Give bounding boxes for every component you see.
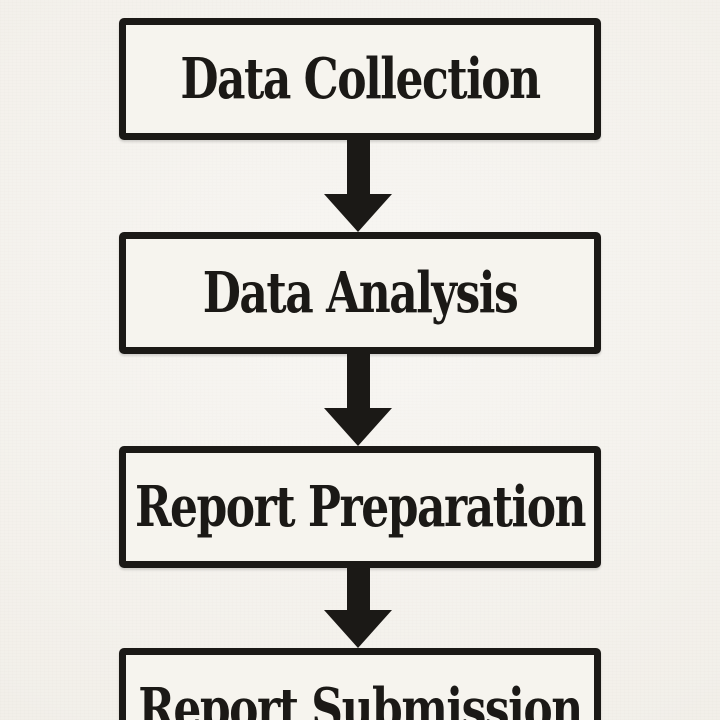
down-arrow-icon (324, 568, 392, 648)
step-box-data-collection: Data Collection (119, 18, 601, 140)
step-box-report-preparation: Report Preparation (119, 446, 601, 568)
step-box-data-analysis: Data Analysis (119, 232, 601, 354)
step-label-report-submission: Report Submission (138, 676, 583, 720)
down-arrow-icon (324, 354, 392, 446)
step-label-data-collection: Data Collection (180, 46, 541, 112)
step-box-report-submission: Report Submission (119, 648, 601, 720)
arrow-head (324, 610, 392, 648)
arrow-stem (346, 568, 370, 610)
arrow-stem (346, 140, 370, 194)
down-arrow-icon (324, 140, 392, 232)
step-label-data-analysis: Data Analysis (202, 260, 519, 326)
arrow-head (324, 408, 392, 446)
arrow-stem (346, 354, 370, 408)
step-label-report-preparation: Report Preparation (134, 474, 587, 540)
arrow-head (324, 194, 392, 232)
